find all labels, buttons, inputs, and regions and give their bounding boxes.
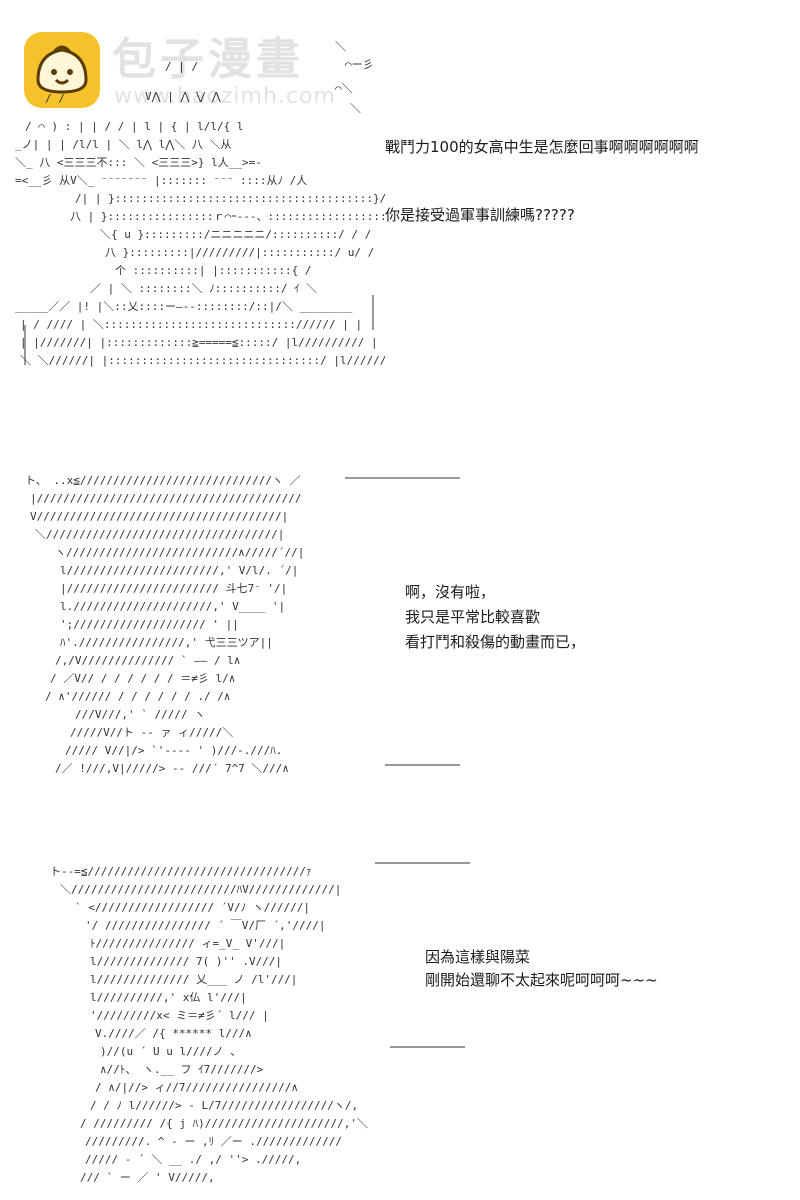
svg-text:/ | /: / | / (165, 60, 198, 73)
ascii-art-character-blushing: ト--=≦/////////////////////////////////ｧ … (45, 855, 475, 1195)
svg-text:/ ∧'////// / / / / /: / ∧'////// / / / / / / ./ /∧ (45, 690, 230, 703)
watermark-title: 包子漫畫 (112, 34, 304, 85)
svg-text:ﾊ'.////////////////,' 弋三三ツア|: ﾊ'.////////////////,' 弋三三ツア|| (60, 636, 273, 649)
svg-text:| / //// | ＼:::::::::::: | / //// | ＼::::::::::::::::::::::::::::… (20, 318, 362, 331)
dialogue-line-2: 你是接受過軍事訓練嗎????? (385, 206, 575, 224)
svg-text:/ ⌒ ) : | | / / | l | {: / ⌒ ) : | | / / | l | { | l/l/{ l (25, 120, 244, 133)
svg-text:/ ／V// / / / / / / ＝≠彡: / ／V// / / / / / / ＝≠彡 l/∧ (50, 672, 235, 685)
svg-text:＼ ＼//////| |:::::::::::::::: ＼ ＼//////| |::::::::::::::::::::::::::::… (20, 354, 385, 367)
svg-text:ﾄ/////////////// ィ=_V_ V'//: ﾄ/////////////// ィ=_V_ V'///| (90, 937, 285, 950)
svg-text:⌒＼: ⌒＼ (335, 82, 353, 95)
svg-text:/ ///////// /{ j ﾊ)////: / ///////// /{ j ﾊ)/////////////////////… (80, 1117, 368, 1130)
svg-text:` <////////////////// ´V/ﾉ ヽ//: ` <////////////////// ´V/ﾉ ヽ//////| (75, 901, 310, 914)
svg-text:/| | }::::::::::::::::::::::: /| | }::::::::::::::::::::::::::::::::::… (75, 192, 385, 205)
svg-text:l////////////// 7( )'' .V///|: l////////////// 7( )'' .V///| (90, 955, 282, 968)
svg-text:';//////////////////// ': ';//////////////////// ' || (60, 618, 239, 631)
svg-text:/// ` ー: /// ` ー ／ ' V/////, (80, 1171, 215, 1184)
panel-3: ト--=≦/////////////////////////////////ｧ … (0, 850, 800, 1200)
svg-text:V/////////////////////////////: V/////////////////////////////////////| (30, 510, 288, 523)
watermark-domain: www.baozimh.com (114, 84, 336, 109)
svg-text:个 ::::::::::| |:::::::: 个 ::::::::::| |:::::::::::{ / (115, 264, 311, 277)
svg-text:///// ‐ ´ ＼ __ ./ ,/: ///// ‐ ´ ＼ __ ./ ,/ ''> ./////, (85, 1153, 301, 1166)
svg-text:⌒ー彡: ⌒ー彡 (345, 58, 374, 71)
svg-text:＼_ 八 <三三三不::: ＼ <三三三>} l人__: ＼_ 八 <三三三不::: ＼ <三三三>} l人__>=- (15, 156, 262, 169)
svg-text:八 }:::::::::|/////////|:::::::: 八 }:::::::::|/////////|:::::::::::/ u/ / (105, 246, 374, 259)
svg-text:V.////／ /{ ******: V.////／ /{ ****** l///∧ (95, 1027, 252, 1040)
svg-text:'/////////x< ミ＝≠彡´ l/// |: '/////////x< ミ＝≠彡´ l/// | (90, 1009, 269, 1022)
dialogue-line-3: 看打鬥和殺傷的動畫而已， (405, 633, 586, 651)
svg-text:ト、 ..x≦////////////////////: ト、 ..x≦/////////////////////////////ヽ ／ (25, 474, 301, 487)
panel-2: ト、 ..x≦/////////////////////////////ヽ ／ … (0, 460, 800, 790)
svg-text:/ /: / / (45, 92, 65, 105)
svg-text:l///////////////////////,' V/l: l///////////////////////,' V/l/. ´/| (60, 564, 298, 577)
svg-text:=<__彡 从V＼_ ⁻⁻⁻⁻⁻⁻⁻ |:::::::: =<__彡 从V＼_ ⁻⁻⁻⁻⁻⁻⁻ |::::::: ⁻⁻⁻ ::::从ﾉ /… (15, 174, 307, 187)
svg-text:|/////////////////////////////: |///////////////////////////////////////… (30, 492, 302, 505)
svg-text:＼/////////////////////////////: ＼///////////////////////////////////| (35, 528, 284, 541)
svg-text:| |///////| |:::::::::::::≧: | |///////| |:::::::::::::≧=====≦:::::/ … (20, 336, 378, 349)
svg-text:|/////////////////////// 斗七7⁻: |/////////////////////// 斗七7⁻ '/| (60, 582, 287, 595)
svg-text:∧//ﾄ、 ヽ.__ フ ｲ7/////: ∧//ﾄ、 ヽ.__ フ ｲ7///////> (100, 1063, 264, 1076)
ascii-art-character-shouting: ＼⌒ー彡 / | /⌒＼ / /V⋀ | ⋀ ⋁ ⋀＼ / ⌒ ) : | | … (15, 40, 385, 370)
svg-text:＼: ＼ (335, 40, 346, 53)
svg-text://///////. ^ ‐ ー ,ﾘ ／ー: /////////. ^ ‐ ー ,ﾘ ／ー .///////////// (85, 1135, 342, 1148)
svg-text:l////////////// 乂___ ノ /l'///: l////////////// 乂___ ノ /l'///| (90, 973, 297, 986)
panel-1: ＼⌒ー彡 / | /⌒＼ / /V⋀ | ⋀ ⋁ ⋀＼ / ⌒ ) : | | … (0, 0, 800, 400)
svg-text:／ | ＼ ::::::::＼ ﾉ::::::: ／ | ＼ ::::::::＼ ﾉ::::::::::/ ｲ ＼ (90, 282, 317, 295)
svg-text:_ノ| | | /l/l | ＼ l⋀ l⋀＼: _ノ| | | /l/l | ＼ l⋀ l⋀＼ 八 ＼从 (15, 138, 232, 151)
dialogue-line-1: 啊，沒有啦， (405, 583, 496, 601)
dialogue-line-2: 我只是平常比較喜歡 (405, 608, 541, 626)
svg-text:l//////////,' x仏 l'///: l//////////,' x仏 l'///| (90, 991, 247, 1004)
svg-text:八 | }::::::::::::::::ｒ⌒ｰ---、: 八 | }::::::::::::::::ｒ⌒ｰ---、::::::::::::… (70, 210, 385, 223)
svg-text:///V///,' ` /////: ///V///,' ` ///// ヽ (75, 708, 205, 721)
svg-text:l./////////////////////,' V: l./////////////////////,' V____ '| (60, 600, 285, 613)
svg-text:＼{ u }:::::::::/ニニニニニ/::::::::: ＼{ u }:::::::::/ニニニニニ/::::::::::/ / / (100, 228, 371, 241)
site-watermark: 包子漫畫 www.baozimh.com (24, 32, 335, 112)
svg-text:/／ !///,V|/////> -- ///: /／ !///,V|/////> -- ///´ 7^7 ＼///∧ (55, 762, 289, 775)
dialogue-line-1: 因為這樣與陽菜 (425, 948, 531, 966)
svg-text:/ ∧/|//> ィ//7//: / ∧/|//> ィ//7////////////////∧ (95, 1081, 298, 1094)
svg-text:'/ //////////////// ´ ￣V/厂 ´,: '/ //////////////// ´ ￣V/厂 ´,'////| (85, 918, 326, 932)
dialogue-line-1: 戰鬥力100的女高中生是怎麼回事啊啊啊啊啊啊 (385, 138, 699, 156)
svg-text://///V//ト -- ァ ィ///: /////V//ト -- ァ ィ/////＼ (70, 726, 233, 739)
svg-text:_____／／ |! |＼::乂::::ー―-‐::::: _____／／ |! |＼::乂::::ー―-‐::::::::/::|/＼ _… (15, 300, 353, 313)
svg-text:///// V//|/> `'---- ' )//: ///// V//|/> `'---- ' )///-.///ﾊ. (65, 744, 282, 757)
ascii-art-character-calm: ト、 ..x≦/////////////////////////////ヽ ／ … (25, 470, 465, 790)
svg-text:/ / ﾉ l//////> - L/7//: / / ﾉ l//////> - L/7/////////////////ヽ/, (90, 1099, 358, 1112)
svg-text:V⋀ | ⋀ ⋁ ⋀: V⋀ | ⋀ ⋁ ⋀ (145, 90, 222, 103)
svg-text:＼/////////////////////////ﾊV//: ＼/////////////////////////ﾊV////////////… (60, 883, 341, 896)
svg-text:＼: ＼ (350, 102, 361, 115)
svg-text:ヽ//////////////////////////∧//: ヽ//////////////////////////∧/////´//| (55, 546, 304, 559)
steamed-bun-face-icon (24, 32, 100, 108)
svg-text:ト--=≦/////////////////////////: ト--=≦/////////////////////////////////ｧ (50, 865, 312, 878)
svg-text:/,/V////////////// ` ―― /: /,/V////////////// ` ―― / l∧ (55, 654, 240, 667)
svg-text:)//(u ´ U u l//: )//(u ´ U u l////ノ 、 (100, 1045, 241, 1058)
dialogue-line-2: 剛開始還聊不太起來呢呵呵呵~~~ (425, 971, 658, 989)
